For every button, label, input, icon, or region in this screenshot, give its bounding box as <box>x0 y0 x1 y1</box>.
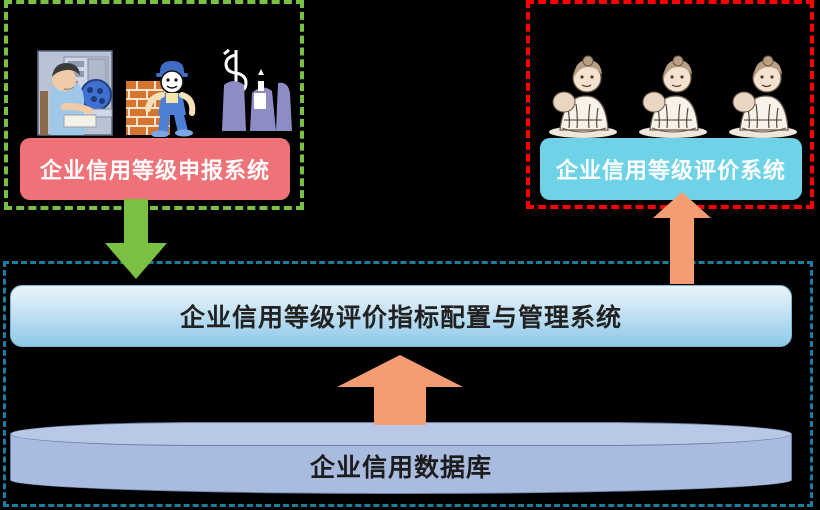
seated-evaluator-clipart <box>636 50 710 138</box>
credit-database-cylinder[interactable]: 企业信用数据库 <box>10 422 792 494</box>
arrow-up-orange-right <box>651 192 713 284</box>
clipart-row-evaluation <box>546 48 800 138</box>
group-frame-declaration <box>4 0 304 210</box>
arrow-up-orange-mid <box>335 355 465 425</box>
declaration-system-label: 企业信用等级申报系统 <box>39 159 270 184</box>
seated-evaluator-clipart <box>546 50 620 138</box>
database-label: 企业信用数据库 <box>309 453 492 482</box>
evaluation-system-box[interactable]: 企业信用等级评价系统 <box>540 138 802 200</box>
database-top-ellipse <box>10 422 792 446</box>
money-deal-clipart <box>214 48 294 137</box>
arrow-down-green <box>103 199 169 281</box>
office-operator-clipart <box>34 49 116 137</box>
group-frame-platform <box>3 261 813 507</box>
platform-system-box[interactable]: 企业信用等级评价指标配置与管理系统 <box>10 285 792 347</box>
declaration-system-box[interactable]: 企业信用等级申报系统 <box>20 138 290 200</box>
platform-system-label: 企业信用等级评价指标配置与管理系统 <box>179 303 622 332</box>
seated-evaluator-clipart <box>726 50 800 138</box>
evaluation-system-label: 企业信用等级评价系统 <box>555 159 786 184</box>
bricklayer-clipart <box>126 49 204 138</box>
clipart-row-declaration <box>34 42 294 138</box>
